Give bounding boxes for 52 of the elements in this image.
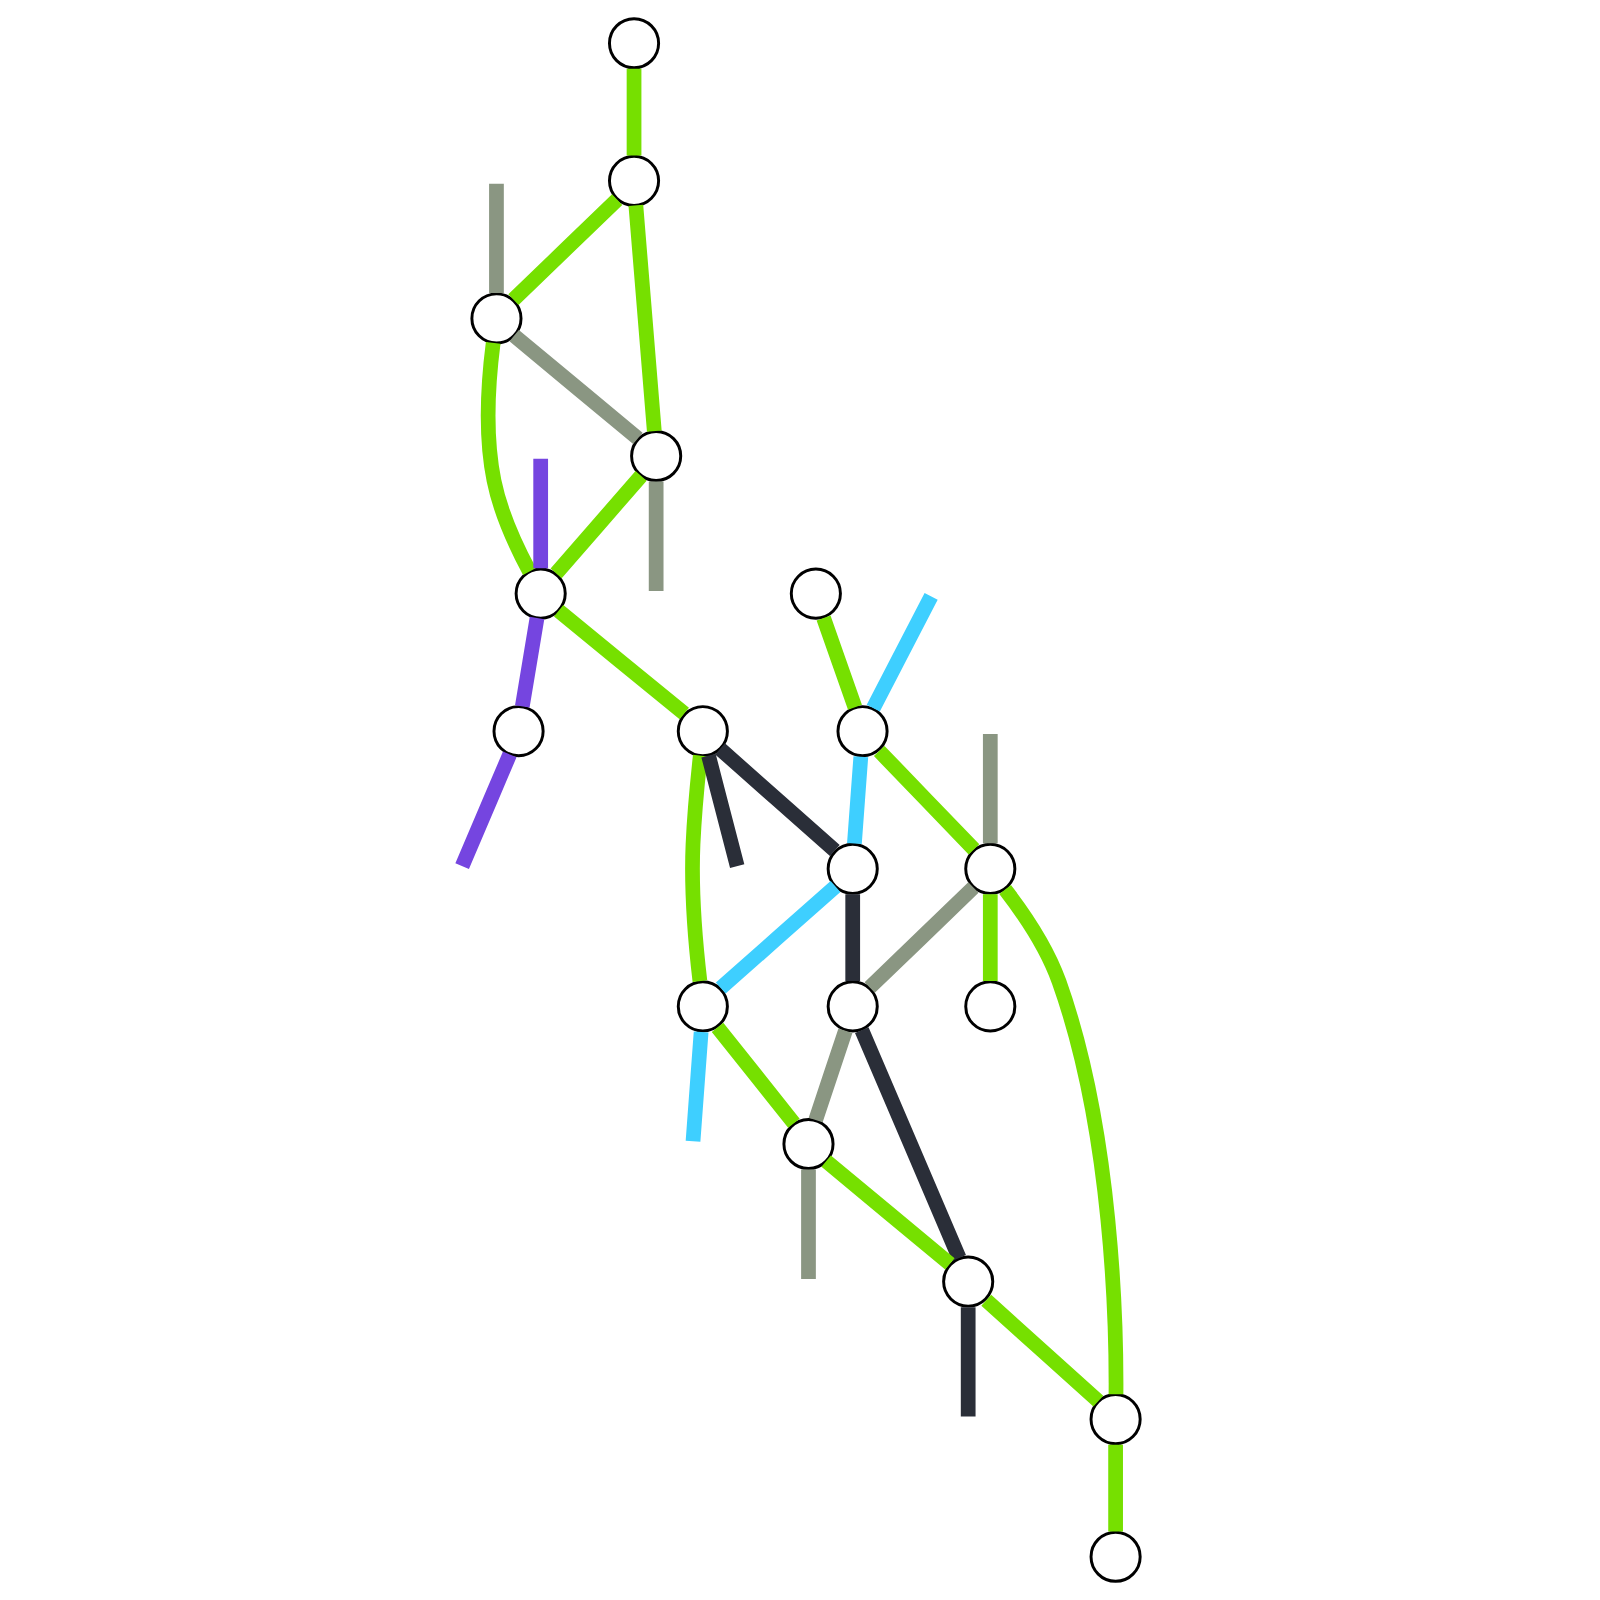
connector: [715, 880, 840, 994]
connector: [626, 68, 641, 156]
connector: [508, 329, 643, 445]
connector: [700, 753, 744, 868]
connector: [864, 882, 979, 993]
node-circle: [836, 705, 889, 758]
connector: [873, 745, 979, 855]
node-circle: [963, 980, 1016, 1033]
connector: [960, 1307, 976, 1417]
connector: [507, 194, 622, 305]
node-circle: [676, 705, 729, 758]
node-circle: [941, 1255, 994, 1308]
connector: [714, 743, 840, 856]
node-circle: [492, 705, 545, 758]
connector: [532, 458, 548, 569]
node-circle: [1089, 1393, 1142, 1446]
connector: [648, 481, 663, 591]
node-circle: [826, 842, 879, 895]
connector: [800, 1169, 816, 1279]
connector: [550, 471, 647, 579]
node-circle: [514, 567, 567, 620]
connector: [514, 616, 544, 708]
connector: [816, 615, 862, 710]
connector: [980, 1294, 1103, 1407]
node-circle: [607, 154, 660, 207]
connector: [982, 734, 998, 844]
connector: [553, 605, 689, 720]
connector: [1107, 1444, 1123, 1532]
connector: [982, 894, 998, 982]
connector: [844, 894, 860, 982]
connector: [628, 204, 662, 432]
node-circle: [963, 842, 1016, 895]
connector: [808, 1028, 852, 1123]
connector: [480, 341, 536, 575]
node-circle: [781, 1117, 835, 1170]
node-circle: [676, 980, 729, 1033]
node-circle: [607, 17, 660, 70]
node-circle: [469, 292, 522, 345]
connector: [846, 756, 868, 845]
node-circle: [1089, 1530, 1142, 1583]
node-circle: [629, 430, 682, 483]
connector: [711, 1022, 800, 1128]
node-circle: [789, 567, 842, 620]
connector: [998, 885, 1123, 1395]
connector: [454, 751, 517, 869]
connector: [820, 1155, 955, 1270]
node-circle: [826, 980, 879, 1033]
connector: [488, 183, 504, 293]
connector: [854, 1027, 966, 1261]
connector: [866, 593, 938, 712]
connector: [684, 754, 708, 982]
connector: [685, 1031, 708, 1142]
